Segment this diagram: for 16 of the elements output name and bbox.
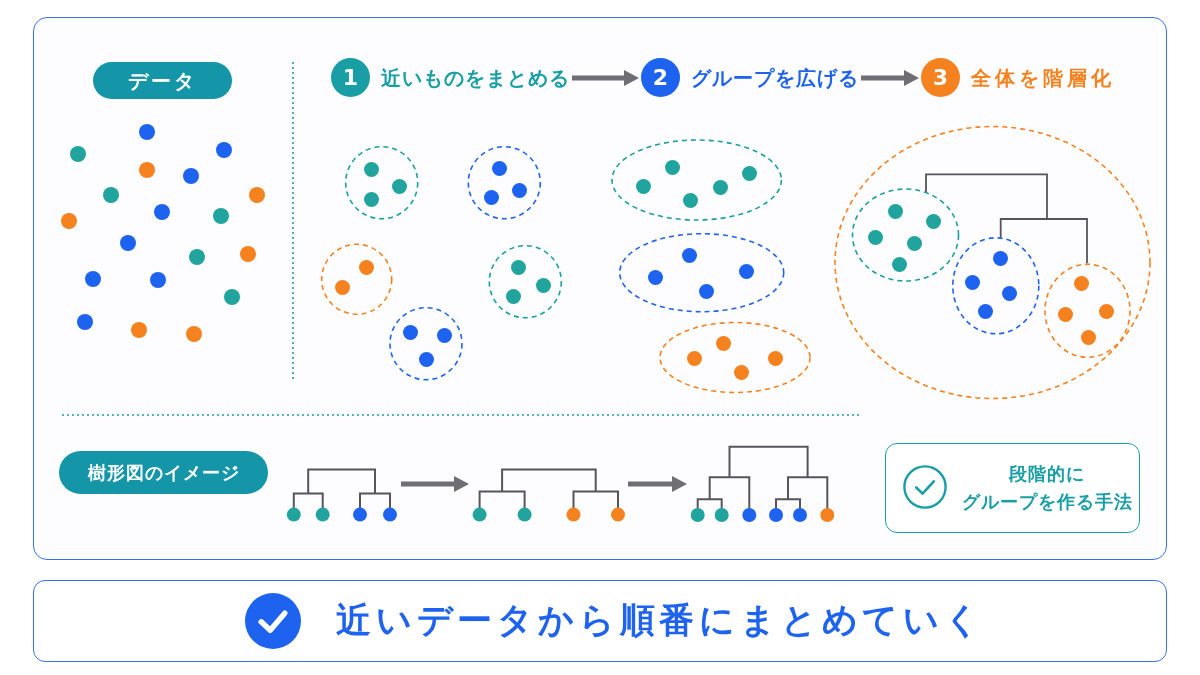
note-box: [885, 443, 1140, 533]
heading-pill: データ: [93, 62, 232, 99]
arrow: [572, 70, 639, 86]
step-title: グループを広げる: [691, 65, 859, 90]
step-title: 近いものをまとめる: [381, 65, 570, 90]
heading-pill: 樹形図のイメージ: [59, 451, 268, 494]
step-title: 全体を階層化: [971, 65, 1115, 90]
dendrogram-drawing: [689, 444, 836, 524]
dendrogram-drawing: [471, 467, 626, 523]
dendrogram-drawing: [285, 467, 399, 523]
note-text: 段階的にグループを作る手法: [960, 462, 1134, 514]
arrow: [628, 476, 687, 492]
summary-banner: [33, 580, 1167, 662]
arrow: [861, 70, 919, 86]
arrow: [401, 476, 469, 492]
banner-text: 近いデータから順番にまとめていく: [336, 599, 985, 642]
